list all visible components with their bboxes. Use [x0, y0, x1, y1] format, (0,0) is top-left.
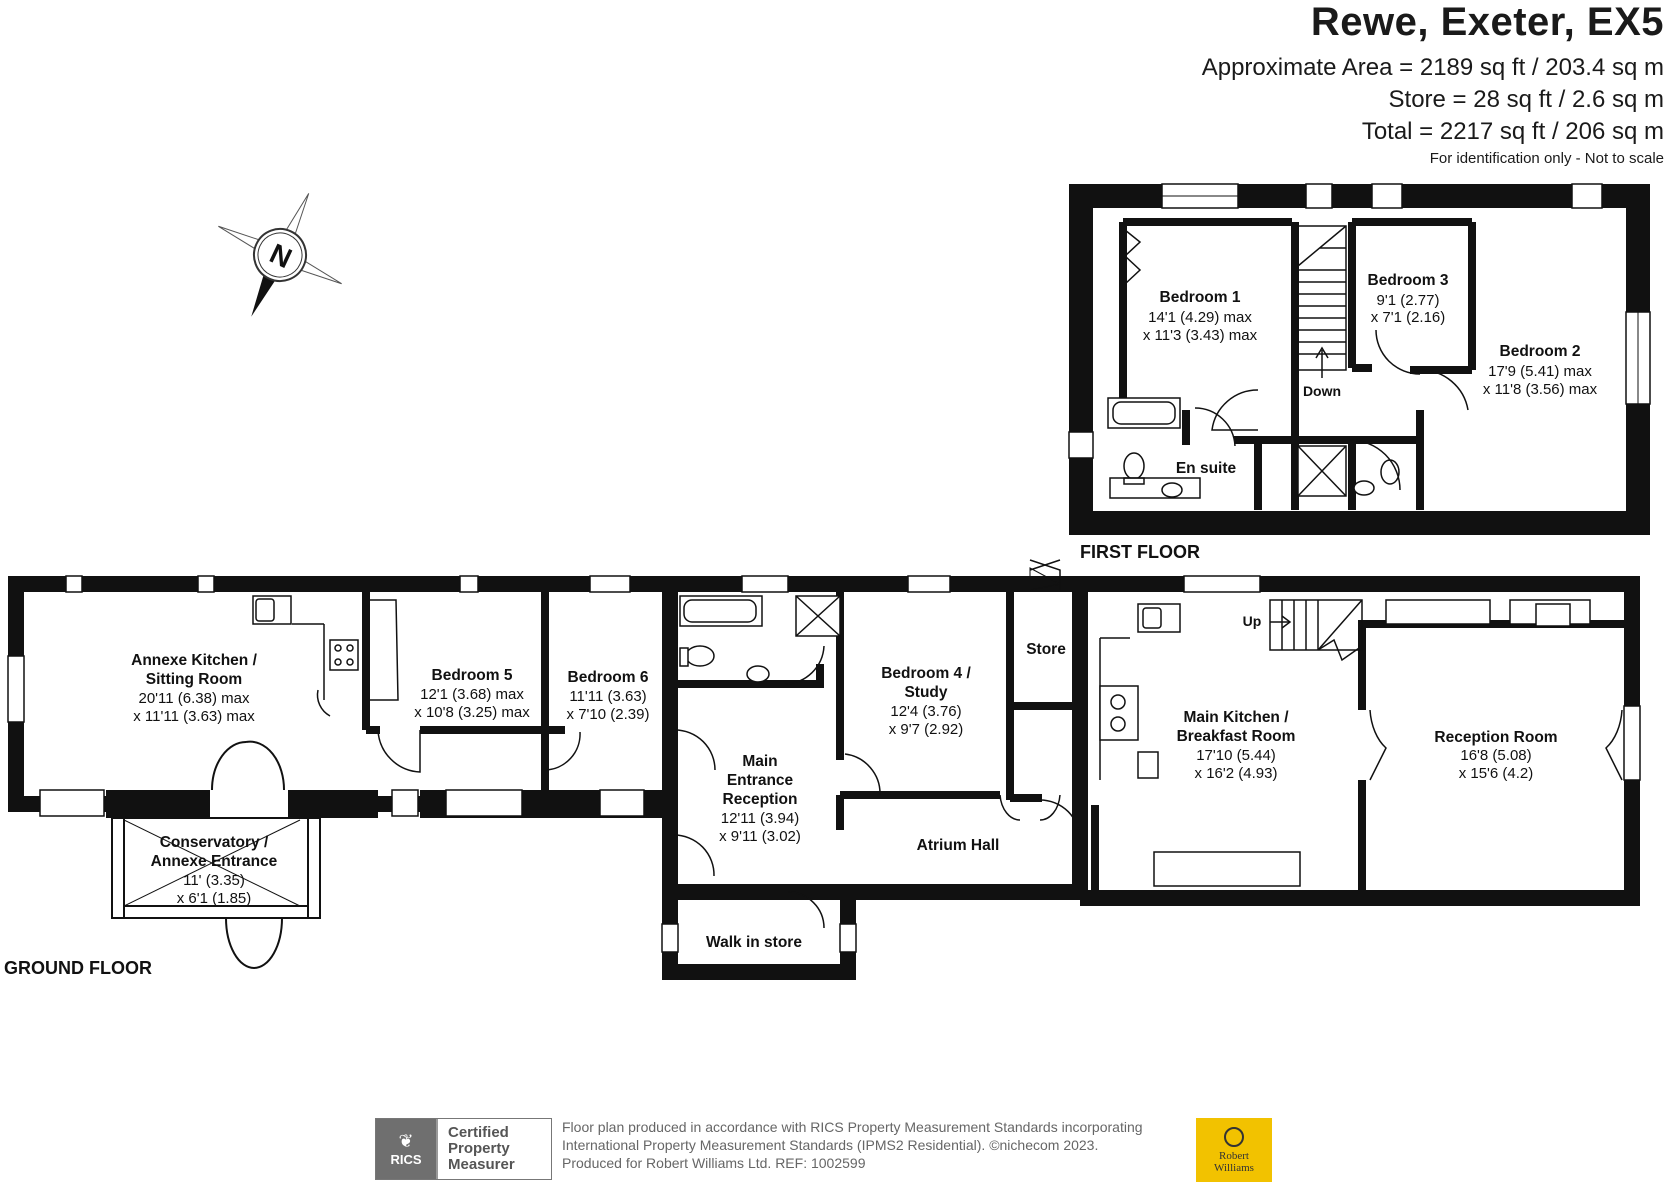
- main-kitchen-dim-1: 17'10 (5.44): [1196, 747, 1276, 764]
- main-kitchen-name-1: Main Kitchen /: [1183, 709, 1289, 726]
- bedroom-3-name: Bedroom 3: [1368, 272, 1449, 289]
- bedroom-4-name-1: Bedroom 4 /: [881, 665, 971, 682]
- main-entrance-dim-2: x 9'11 (3.02): [719, 828, 801, 845]
- bedroom-2-dim-1: 17'9 (5.41) max: [1488, 363, 1592, 380]
- reception-room-dim-2: x 15'6 (4.2): [1459, 765, 1534, 782]
- conservatory-dim-1: 11' (3.35): [183, 872, 245, 889]
- robert-williams-logo: Robert Williams: [1196, 1118, 1272, 1182]
- bedroom-6-dim-2: x 7'10 (2.39): [567, 706, 650, 723]
- badge-line-2: Property: [448, 1140, 510, 1157]
- first-floor-label: FIRST FLOOR: [1080, 542, 1200, 562]
- bedroom-1-name: Bedroom 1: [1160, 289, 1241, 306]
- store-area: Store = 28 sq ft / 2.6 sq m: [1388, 86, 1664, 113]
- main-entrance-name-2: Entrance: [727, 772, 794, 789]
- rics-certified-badge: ❦ RICS Certified Property Measurer: [375, 1118, 552, 1180]
- conservatory-name-1: Conservatory /: [160, 834, 269, 851]
- atrium-hall-name: Atrium Hall: [917, 837, 1000, 854]
- plan-title: Rewe, Exeter, EX5: [1310, 0, 1664, 44]
- first-floor: Bedroom 1 14'1 (4.29) max x 11'3 (3.43) …: [1068, 183, 1651, 535]
- main-kitchen-name-2: Breakfast Room: [1177, 728, 1296, 745]
- scale-note: For identification only - Not to scale: [1429, 150, 1664, 167]
- bedroom-2-dim-2: x 11'8 (3.56) max: [1483, 381, 1598, 398]
- total-area: Total = 2217 sq ft / 206 sq m: [1361, 118, 1664, 145]
- ground-floor-label: GROUND FLOOR: [4, 958, 152, 978]
- walk-in-store-name: Walk in store: [706, 934, 802, 951]
- main-entrance-name-3: Reception: [723, 791, 798, 808]
- main-entrance-dim-1: 12'11 (3.94): [721, 810, 799, 827]
- reception-room-dim-1: 16'8 (5.08): [1460, 747, 1531, 764]
- seal-icon: [1224, 1126, 1244, 1147]
- logo-line-2: Williams: [1214, 1161, 1254, 1174]
- bedroom-6-name: Bedroom 6: [568, 669, 649, 686]
- footer-line-2: International Property Measurement Stand…: [562, 1137, 1099, 1153]
- bedroom-3-dim-1: 9'1 (2.77): [1377, 292, 1440, 309]
- ground-floor: Annexe Kitchen / Sitting Room 20'11 (6.3…: [7, 559, 1641, 980]
- reception-room-name: Reception Room: [1434, 729, 1557, 746]
- footer-line-3: Produced for Robert Williams Ltd. REF: 1…: [562, 1155, 866, 1171]
- footer-line-1: Floor plan produced in accordance with R…: [562, 1119, 1143, 1135]
- bedroom-6-dim-1: 11'11 (3.63): [569, 688, 646, 705]
- bedroom-3-dim-2: x 7'1 (2.16): [1371, 309, 1446, 326]
- annexe-kitchen-name-1: Annexe Kitchen /: [131, 652, 257, 669]
- rics-label: RICS: [390, 1152, 422, 1167]
- badge-line-3: Measurer: [448, 1156, 515, 1173]
- rics-logo-icon: ❦ RICS: [376, 1119, 436, 1179]
- annexe-kitchen-name-2: Sitting Room: [146, 671, 242, 688]
- bedroom-1-dim-1: 14'1 (4.29) max: [1148, 309, 1252, 326]
- footer-text: Floor plan produced in accordance with R…: [562, 1118, 1143, 1172]
- en-suite-name: En suite: [1176, 460, 1237, 477]
- annexe-kitchen-dim-1: 20'11 (6.38) max: [139, 690, 250, 707]
- main-entrance-name-1: Main: [742, 753, 777, 770]
- bedroom-4-dim-2: x 9'7 (2.92): [889, 721, 964, 738]
- bedroom-4-name-2: Study: [904, 684, 947, 701]
- main-kitchen-dim-2: x 16'2 (4.93): [1195, 765, 1278, 782]
- annexe-kitchen-dim-2: x 11'11 (3.63) max: [133, 708, 255, 725]
- compass-icon: N: [218, 193, 342, 317]
- bedroom-4-dim-1: 12'4 (3.76): [890, 703, 961, 720]
- bedroom-5-dim-1: 12'1 (3.68) max: [420, 686, 524, 703]
- approximate-area: Approximate Area = 2189 sq ft / 203.4 sq…: [1201, 54, 1664, 81]
- conservatory-name-2: Annexe Entrance: [151, 853, 278, 870]
- stairs-up-label: Up: [1243, 613, 1262, 629]
- store-name: Store: [1026, 641, 1066, 658]
- badge-line-1: Certified: [448, 1124, 509, 1141]
- stairs-down-label: Down: [1303, 383, 1341, 399]
- bedroom-5-name: Bedroom 5: [432, 667, 513, 684]
- bedroom-5-dim-2: x 10'8 (3.25) max: [414, 704, 530, 721]
- conservatory-dim-2: x 6'1 (1.85): [177, 890, 252, 907]
- bedroom-2-name: Bedroom 2: [1500, 343, 1581, 360]
- logo-line-1: Robert: [1219, 1149, 1249, 1162]
- bedroom-1-dim-2: x 11'3 (3.43) max: [1143, 327, 1258, 344]
